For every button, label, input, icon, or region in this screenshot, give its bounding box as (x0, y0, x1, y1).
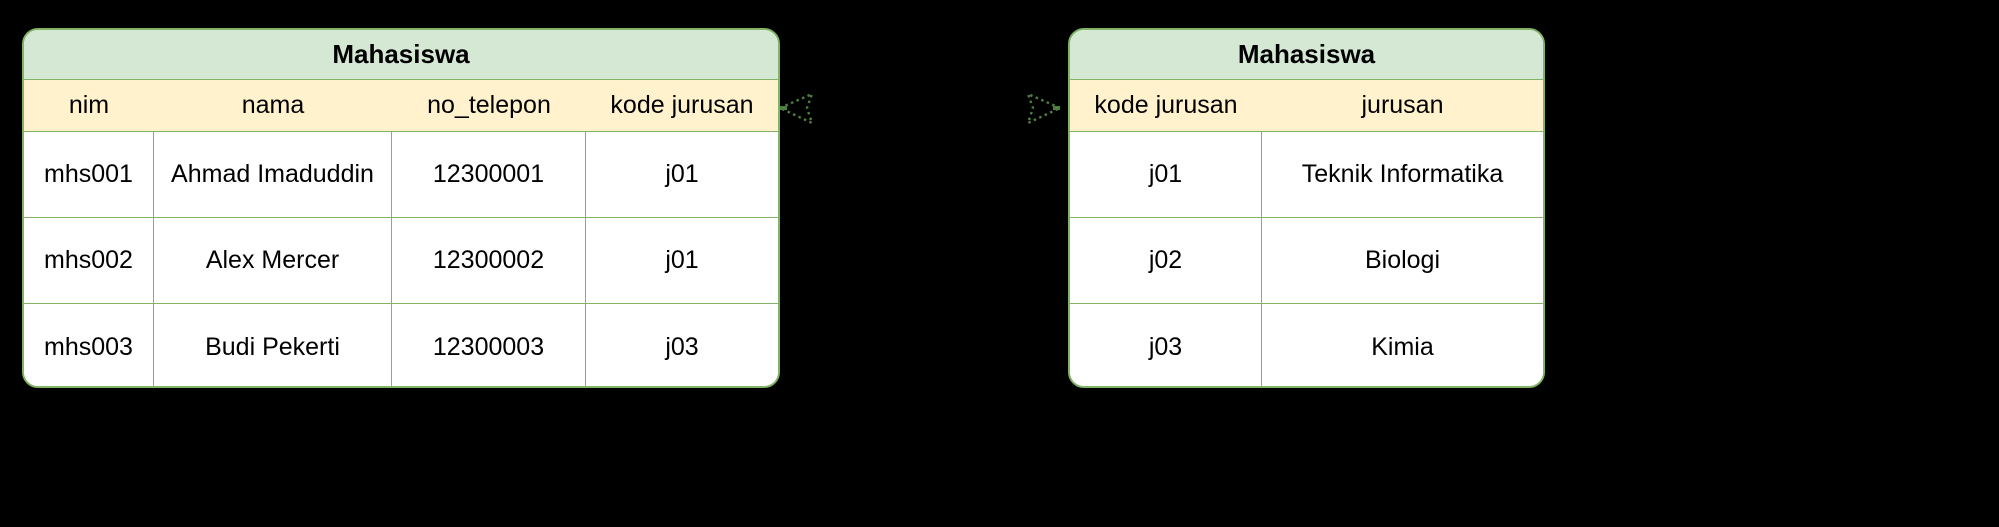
entity-data-body: mhs001 Ahmad Imaduddin 12300001 j01 mhs0… (24, 132, 778, 386)
cell-no-telepon: 12300001 (392, 132, 586, 217)
cell-kode-jurusan: j01 (665, 160, 699, 188)
cell-jurusan: Teknik Informatika (1301, 160, 1504, 188)
entity-title-mahasiswa: Mahasiswa (24, 30, 778, 80)
cell-kode-jurusan: j03 (1070, 304, 1262, 386)
relationship-right-arrow-icon (1026, 92, 1062, 125)
attribute-header-kode-jurusan: kode jurusan (1094, 91, 1238, 119)
entity-title-jurusan: Mahasiswa (1070, 30, 1543, 80)
cell-nim: mhs001 (24, 132, 154, 217)
cell-kode-jurusan: j01 (1070, 132, 1262, 217)
table-row[interactable]: mhs001 Ahmad Imaduddin 12300001 j01 (24, 132, 778, 218)
cell-nim: mhs003 (24, 304, 154, 386)
relationship-left-arrow-icon (778, 92, 814, 125)
cell-kode-jurusan: j01 (665, 246, 699, 274)
cell-no-telepon: 12300002 (392, 218, 586, 303)
table-row[interactable]: mhs003 Budi Pekerti 12300003 j03 (24, 304, 778, 386)
cell-nama: Budi Pekerti (154, 304, 392, 386)
entity-attribute-header-row: kode jurusan jurusan (1070, 80, 1543, 132)
cell-jurusan: Kimia (1371, 332, 1434, 361)
cell-kode-jurusan: j03 (665, 332, 699, 361)
table-row[interactable]: j03 Kimia (1070, 304, 1543, 386)
attribute-header-kode-jurusan: kode jurusan (610, 91, 754, 119)
table-row[interactable]: mhs002 Alex Mercer 12300002 j01 (24, 218, 778, 304)
entity-attribute-header-row: nim nama no_telepon kode jurusan (24, 80, 778, 132)
attribute-header-nama: nama (241, 91, 305, 119)
attribute-header-jurusan: jurusan (1361, 91, 1444, 119)
attribute-header-nim: nim (68, 91, 110, 119)
table-row[interactable]: j01 Teknik Informatika (1070, 132, 1543, 218)
cell-nama: Alex Mercer (154, 218, 392, 303)
cell-nama: Ahmad Imaduddin (154, 132, 392, 217)
relationship-connector (760, 78, 1080, 148)
entity-table-mahasiswa[interactable]: Mahasiswa nim nama no_telepon kode jurus… (22, 28, 780, 388)
entity-table-jurusan[interactable]: Mahasiswa kode jurusan jurusan j01 Tekni… (1068, 28, 1545, 388)
cell-no-telepon: 12300003 (392, 304, 586, 386)
cell-nim: mhs002 (24, 218, 154, 303)
entity-data-body: j01 Teknik Informatika j02 Biologi j03 K… (1070, 132, 1543, 386)
table-row[interactable]: j02 Biologi (1070, 218, 1543, 304)
cell-kode-jurusan: j02 (1070, 218, 1262, 303)
cell-jurusan: Biologi (1364, 246, 1441, 274)
attribute-header-no-telepon: no_telepon (427, 91, 551, 119)
